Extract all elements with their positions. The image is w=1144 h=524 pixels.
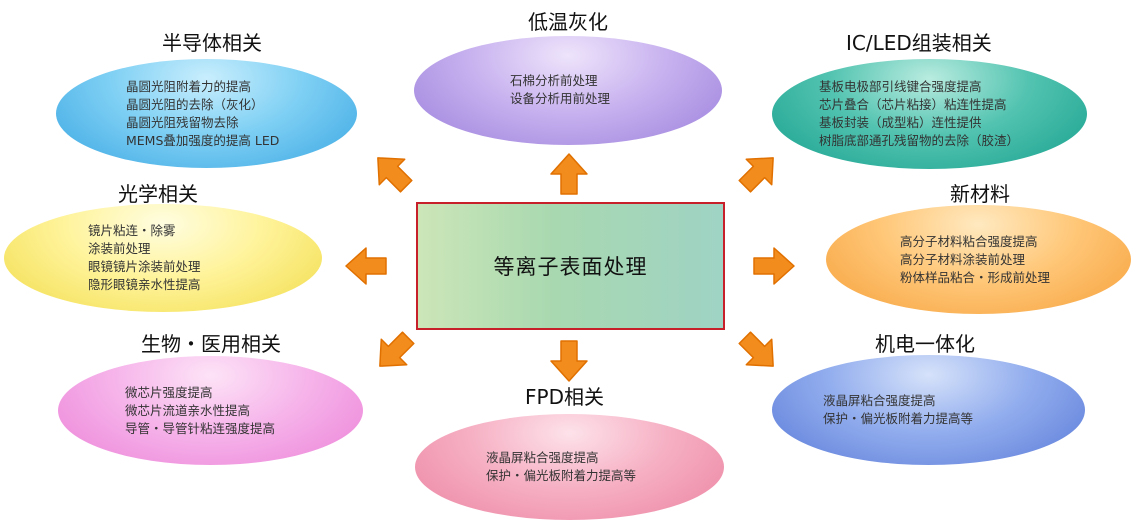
arrow-up-icon <box>550 153 588 195</box>
list-item: 导管・导管针粘连强度提高 <box>125 420 276 436</box>
new-material-items: 高分子材料粘合强度提高 高分子材料涂装前处理 粉体样品粘合・形成前处理 <box>900 233 1131 287</box>
list-item: 晶圆光阻残留物去除 <box>126 114 239 130</box>
arrow-up-left-icon <box>377 157 413 193</box>
ic-led-items: 基板电极部引线键合强度提高 芯片叠合（芯片粘接）粘连性提高 基板封装（成型粘）连… <box>819 78 1087 150</box>
center-title: 等离子表面处理 <box>493 255 648 279</box>
list-item: 晶圆光阻的去除（灰化） <box>126 96 264 112</box>
list-item: 基板封装（成型粘）连性提供 <box>819 115 982 130</box>
ic-led-title: IC/LED组装相关 <box>846 31 992 55</box>
arrow-right-icon <box>753 247 795 285</box>
optics-items: 镜片粘连・除雾 涂装前处理 眼镜镜片涂装前处理 隐形眼镜亲水性提高 <box>88 222 322 294</box>
list-item: 微芯片流道亲水性提高 <box>125 402 251 418</box>
list-item: 液晶屏粘合强度提高 <box>823 393 936 408</box>
arrow-up-right-icon <box>738 157 774 193</box>
new-material-title: 新材料 <box>950 182 1010 206</box>
bio-medical-items: 微芯片强度提高 微芯片流道亲水性提高 导管・导管针粘连强度提高 <box>125 384 363 438</box>
arrow-down-right-icon <box>738 331 774 367</box>
semiconductor-items: 晶圆光阻附着力的提高 晶圆光阻的去除（灰化） 晶圆光阻残留物去除 MEMS叠加强… <box>126 78 357 150</box>
list-item: 芯片叠合（芯片粘接）粘连性提高 <box>819 97 1007 112</box>
list-item: 保护・偏光板附着力提高等 <box>486 468 637 483</box>
list-item: 镜片粘连・除雾 <box>88 223 176 238</box>
bio-medical-title: 生物・医用相关 <box>141 332 281 356</box>
low-temp-items: 石棉分析前处理 设备分析用前处理 <box>510 72 722 108</box>
fpd-title: FPD相关 <box>525 385 604 409</box>
list-item: 树脂底部通孔残留物的去除（胶渣） <box>819 133 1020 148</box>
list-item: 基板电极部引线键合强度提高 <box>819 79 982 94</box>
list-item: 晶圆光阻附着力的提高 <box>126 78 252 94</box>
list-item: 微芯片强度提高 <box>125 384 213 400</box>
list-item: 石棉分析前处理 <box>510 73 598 88</box>
arrow-down-icon <box>550 340 588 382</box>
fpd-ellipse: 液晶屏粘合强度提高 保护・偏光板附着力提高等 <box>415 414 724 520</box>
list-item: 高分子材料粘合强度提高 <box>900 233 1038 249</box>
new-material-ellipse: 高分子材料粘合强度提高 高分子材料涂装前处理 粉体样品粘合・形成前处理 <box>826 205 1131 314</box>
mechatronics-items: 液晶屏粘合强度提高 保护・偏光板附着力提高等 <box>823 392 1085 428</box>
optics-ellipse: 镜片粘连・除雾 涂装前处理 眼镜镜片涂装前处理 隐形眼镜亲水性提高 <box>4 204 322 312</box>
list-item: 保护・偏光板附着力提高等 <box>823 411 974 426</box>
list-item: 涂装前处理 <box>88 241 151 256</box>
mechatronics-title: 机电一体化 <box>875 332 975 356</box>
optics-title: 光学相关 <box>118 182 198 206</box>
list-item: 隐形眼镜亲水性提高 <box>88 277 201 292</box>
list-item: 眼镜镜片涂装前处理 <box>88 259 201 274</box>
low-temp-ellipse: 石棉分析前处理 设备分析用前处理 <box>414 36 722 145</box>
semiconductor-ellipse: 晶圆光阻附着力的提高 晶圆光阻的去除（灰化） 晶圆光阻残留物去除 MEMS叠加强… <box>56 59 357 168</box>
fpd-items: 液晶屏粘合强度提高 保护・偏光板附着力提高等 <box>486 449 724 485</box>
bio-medical-ellipse: 微芯片强度提高 微芯片流道亲水性提高 导管・导管针粘连强度提高 <box>58 356 363 465</box>
ic-led-ellipse: 基板电极部引线键合强度提高 芯片叠合（芯片粘接）粘连性提高 基板封装（成型粘）连… <box>772 59 1087 169</box>
list-item: 设备分析用前处理 <box>510 91 611 106</box>
list-item: 粉体样品粘合・形成前处理 <box>900 269 1051 285</box>
list-item: MEMS叠加强度的提高 LED <box>126 132 280 148</box>
mechatronics-ellipse: 液晶屏粘合强度提高 保护・偏光板附着力提高等 <box>772 355 1085 465</box>
low-temp-title: 低温灰化 <box>528 10 608 34</box>
semiconductor-title: 半导体相关 <box>162 31 262 55</box>
arrow-left-icon <box>345 247 387 285</box>
list-item: 液晶屏粘合强度提高 <box>486 450 599 465</box>
arrow-down-left-icon <box>379 331 415 367</box>
list-item: 高分子材料涂装前处理 <box>900 251 1026 267</box>
center-node: 等离子表面处理 <box>416 202 725 330</box>
